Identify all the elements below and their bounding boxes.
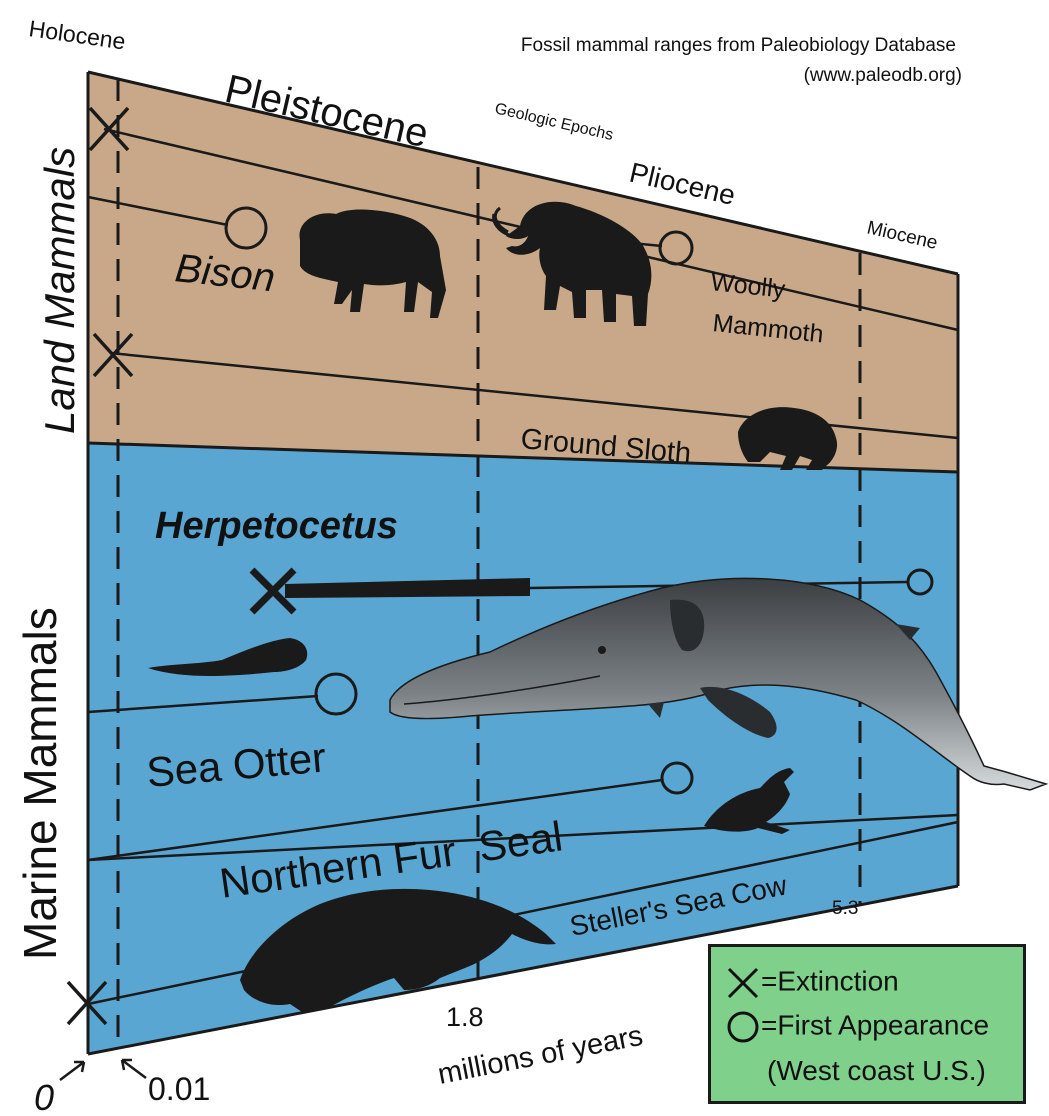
axis-tick-1-8: 1.8 [446, 1002, 484, 1032]
axis-tick-0: 0 [34, 1077, 54, 1116]
legend-region-label: (West coast U.S.) [767, 1055, 986, 1086]
legend-extinction: =Extinction [725, 965, 899, 1001]
extinction-symbol-icon [725, 965, 761, 1001]
axis-tick-0-01: 0.01 [148, 1071, 210, 1107]
source-line-1: Fossil mammal ranges from Paleobiology D… [521, 35, 956, 56]
arrow-to-zero [60, 1062, 84, 1080]
epoch-holocene: Holocene [27, 15, 127, 54]
first-appearance-symbol-icon [725, 1009, 761, 1045]
source-line-2: (www.paleodb.org) [804, 65, 962, 86]
legend: =Extinction =First Appearance (West coas… [708, 944, 1026, 1104]
arrow-to-001 [122, 1060, 146, 1078]
geologic-epochs-label: Geologic Epochs [493, 100, 615, 144]
legend-first-appearance-label: =First Appearance [761, 1009, 989, 1040]
group-land-mammals: Land Mammals [36, 147, 83, 434]
legend-region: (West coast U.S.) [767, 1055, 986, 1087]
taxon-herpetocetus: Herpetocetus [155, 505, 398, 547]
legend-extinction-label: =Extinction [761, 965, 899, 996]
group-marine-mammals: Marine Mammals [14, 607, 66, 960]
epoch-miocene: Miocene [865, 217, 940, 254]
axis-tick-5-3: 5.3 [832, 898, 858, 919]
legend-first-appearance: =First Appearance [725, 1009, 989, 1045]
